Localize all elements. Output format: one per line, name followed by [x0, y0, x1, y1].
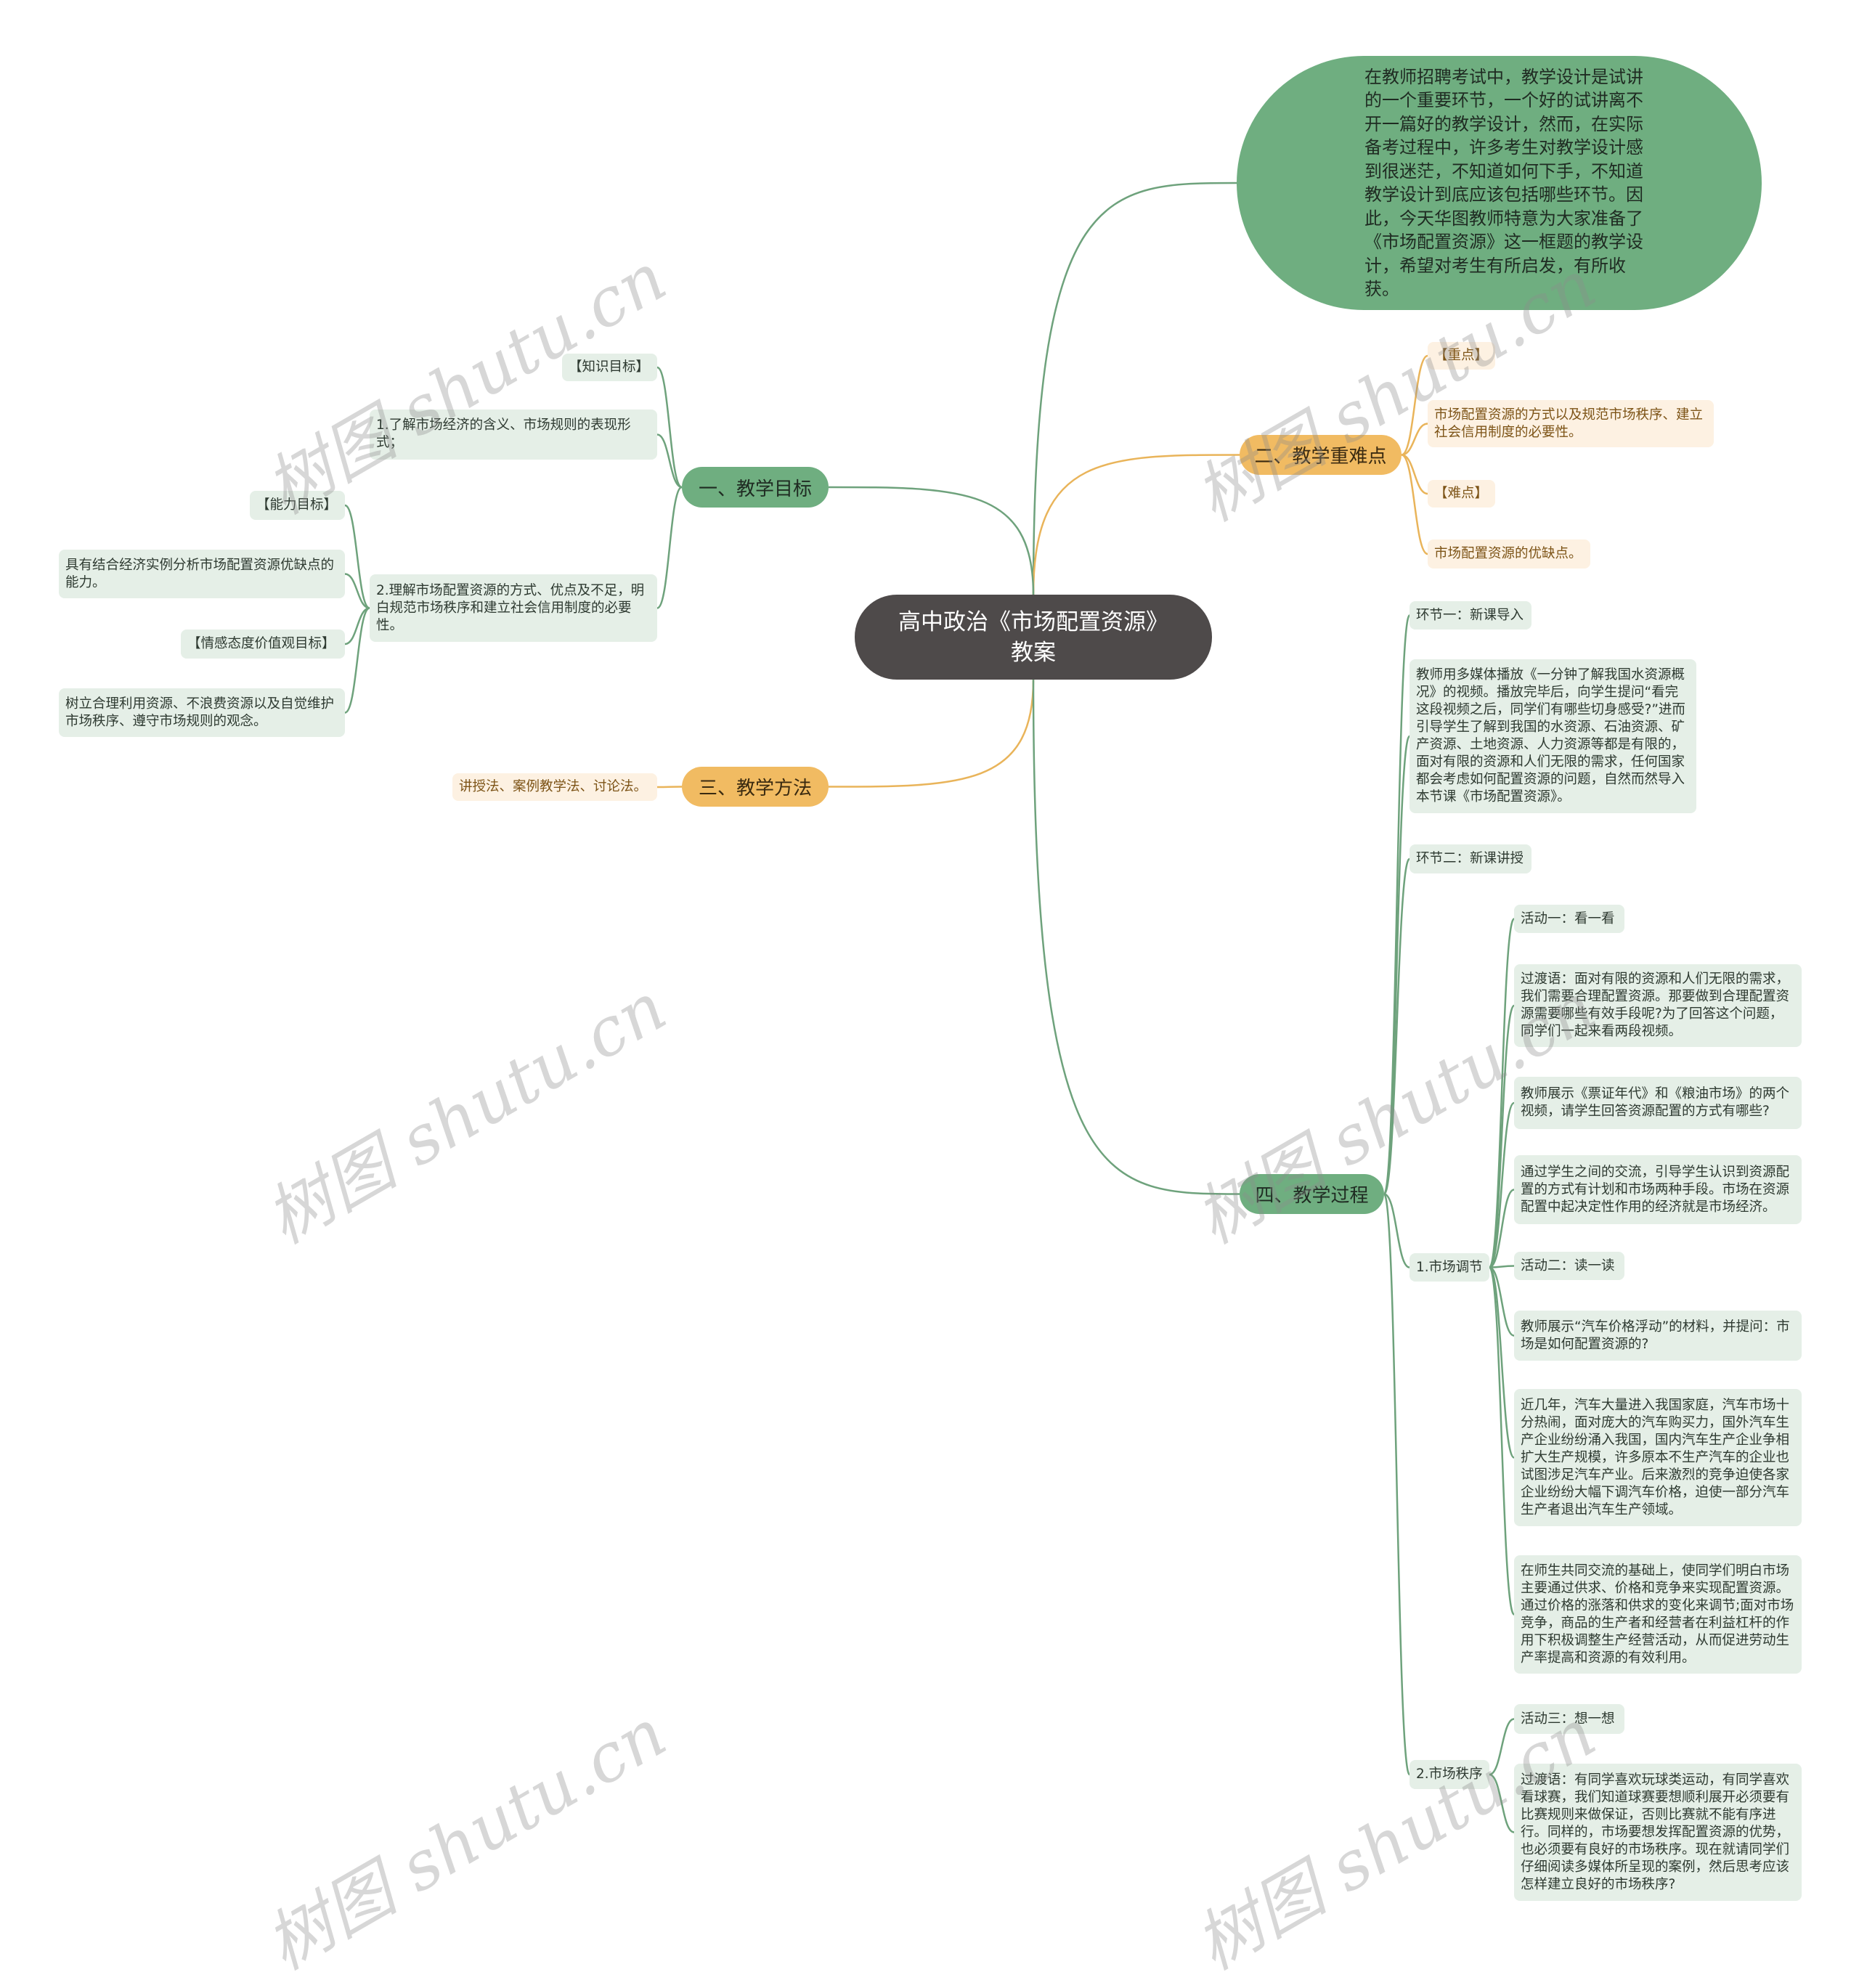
- connector-g-g1: [656, 433, 683, 489]
- connector-p4-a1: [1488, 918, 1516, 1268]
- connector-kp-kp1: [1401, 354, 1428, 456]
- branch-process[interactable]: 四、教学过程: [1240, 1174, 1384, 1214]
- connector-p4-a6: [1489, 1266, 1515, 1337]
- activity-2-question[interactable]: 教师展示“汽车价格浮动”的材料，并提问：市场是如何配置资源的?: [1514, 1311, 1802, 1361]
- connector-p4-a4: [1489, 1189, 1515, 1268]
- connector-p4-a7: [1488, 1266, 1516, 1459]
- branch-label: 四、教学过程: [1255, 1185, 1369, 1207]
- difficulty-header[interactable]: 【难点】: [1428, 480, 1495, 508]
- connector-g2-g6: [344, 607, 370, 714]
- activity-3[interactable]: 活动三：想一想: [1514, 1704, 1624, 1734]
- connector-p-p3: [1383, 857, 1411, 1195]
- branch-label: 一、教学目标: [698, 478, 812, 500]
- connector-kp-kp3: [1401, 454, 1428, 495]
- activity-2-conclusion[interactable]: 在师生共同交流的基础上，使同学们明白市场主要通过供求、价格和竞争来实现配置资源。…: [1514, 1555, 1802, 1674]
- activity-2-material[interactable]: 近几年，汽车大量进入我国家庭，汽车市场十分热闹，面对庞大的汽车购买力，国外汽车生…: [1514, 1389, 1802, 1526]
- branch-label: 二、教学重难点: [1254, 446, 1387, 468]
- step-1-text[interactable]: 教师用多媒体播放《一分钟了解我国水资源概况》的视频。播放完毕后，向学生提问“看完…: [1409, 659, 1696, 813]
- connector-kp-kp2: [1401, 423, 1428, 456]
- market-order[interactable]: 2.市场秩序: [1409, 1760, 1489, 1789]
- connector-g-g0: [656, 366, 683, 489]
- branch-methods[interactable]: 三、教学方法: [682, 767, 829, 807]
- connector-g2-g4: [344, 573, 370, 609]
- connector-p4-a3: [1488, 1101, 1516, 1268]
- goal-item-2[interactable]: 2.理解市场配置资源的方式、优点及不足，明白规范市场秩序和建立社会信用制度的必要…: [370, 574, 657, 642]
- activity-2[interactable]: 活动二：读一读: [1514, 1252, 1624, 1280]
- connector-root-g: [828, 486, 1035, 595]
- connector-root-kp: [1032, 454, 1240, 595]
- methods-text[interactable]: 讲授法、案例教学法、讨论法。: [452, 773, 657, 801]
- difficulty-text[interactable]: 市场配置资源的优缺点。: [1428, 539, 1590, 569]
- knowledge-goal-header[interactable]: 【知识目标】: [562, 354, 657, 381]
- root-title: 高中政治《市场配置资源》教案: [898, 608, 1168, 666]
- connector-g2-g3: [344, 504, 370, 609]
- root-topic[interactable]: 高中政治《市场配置资源》教案: [855, 595, 1212, 680]
- connector-g-g2: [656, 486, 683, 609]
- connector-p-p5: [1383, 1193, 1411, 1776]
- goal-item-1[interactable]: 1.了解市场经济的含义、市场规则的表现形式；: [370, 410, 657, 460]
- branch-label: 三、教学方法: [698, 778, 812, 799]
- connector-p-p1: [1383, 614, 1411, 1195]
- connector-root-m: [828, 679, 1035, 788]
- step-2[interactable]: 环节二：新课讲授: [1409, 844, 1531, 873]
- activity-3-transition[interactable]: 过渡语：有同学喜欢玩球类运动，有同学喜欢看球赛，我们知道球赛要想顺利展开必须要有…: [1514, 1764, 1802, 1901]
- connector-root-p: [1032, 679, 1240, 1195]
- intro-text: 在教师招聘考试中，教学设计是试讲的一个重要环节，一个好的试讲离不开一篇好的教学设…: [1364, 66, 1643, 300]
- connector-root-intro: [1032, 182, 1237, 595]
- ability-goal-text[interactable]: 具有结合经济实例分析市场配置资源优缺点的能力。: [59, 550, 345, 598]
- branch-keypoints[interactable]: 二、教学重难点: [1240, 435, 1402, 475]
- key-header[interactable]: 【重点】: [1428, 342, 1495, 370]
- connector-p-p4: [1383, 1193, 1410, 1268]
- emotion-goal-text[interactable]: 树立合理利用资源、不浪费资源以及自觉维护市场秩序、遵守市场规则的观念。: [59, 688, 345, 737]
- intro-bubble[interactable]: 在教师招聘考试中，教学设计是试讲的一个重要环节，一个好的试讲离不开一篇好的教学设…: [1237, 56, 1762, 310]
- branch-goals[interactable]: 一、教学目标: [682, 467, 829, 508]
- connector-p4-a8: [1488, 1266, 1516, 1616]
- activity-1-transition[interactable]: 过渡语：面对有限的资源和人们无限的需求，我们需要合理配置资源。那要做到合理配置资…: [1514, 964, 1802, 1047]
- step-1[interactable]: 环节一：新课导入: [1409, 601, 1531, 630]
- key-text[interactable]: 市场配置资源的方式以及规范市场秩序、建立社会信用制度的必要性。: [1428, 400, 1714, 447]
- connector-kp-kp4: [1401, 454, 1428, 555]
- connector-p4-a2: [1488, 1004, 1516, 1268]
- connector-m-m1: [656, 786, 683, 789]
- connector-p5-a10: [1489, 1773, 1515, 1833]
- activity-1-conclusion[interactable]: 通过学生之间的交流，引导学生认识到资源配置的方式有计划和市场两种手段。市场在资源…: [1514, 1155, 1802, 1224]
- activity-1-videos[interactable]: 教师展示《票证年代》和《粮油市场》的两个视频，请学生回答资源配置的方式有哪些?: [1514, 1077, 1802, 1129]
- connector-p-p2: [1383, 735, 1411, 1195]
- market-regulation[interactable]: 1.市场调节: [1409, 1253, 1489, 1282]
- connector-p4-a5: [1489, 1265, 1515, 1268]
- ability-goal-header[interactable]: 【能力目标】: [250, 491, 345, 520]
- activity-1[interactable]: 活动一：看一看: [1514, 905, 1624, 933]
- emotion-goal-header[interactable]: 【情感态度价值观目标】: [181, 630, 345, 659]
- connector-p5-a9: [1489, 1718, 1515, 1776]
- connector-g2-g5: [344, 607, 370, 645]
